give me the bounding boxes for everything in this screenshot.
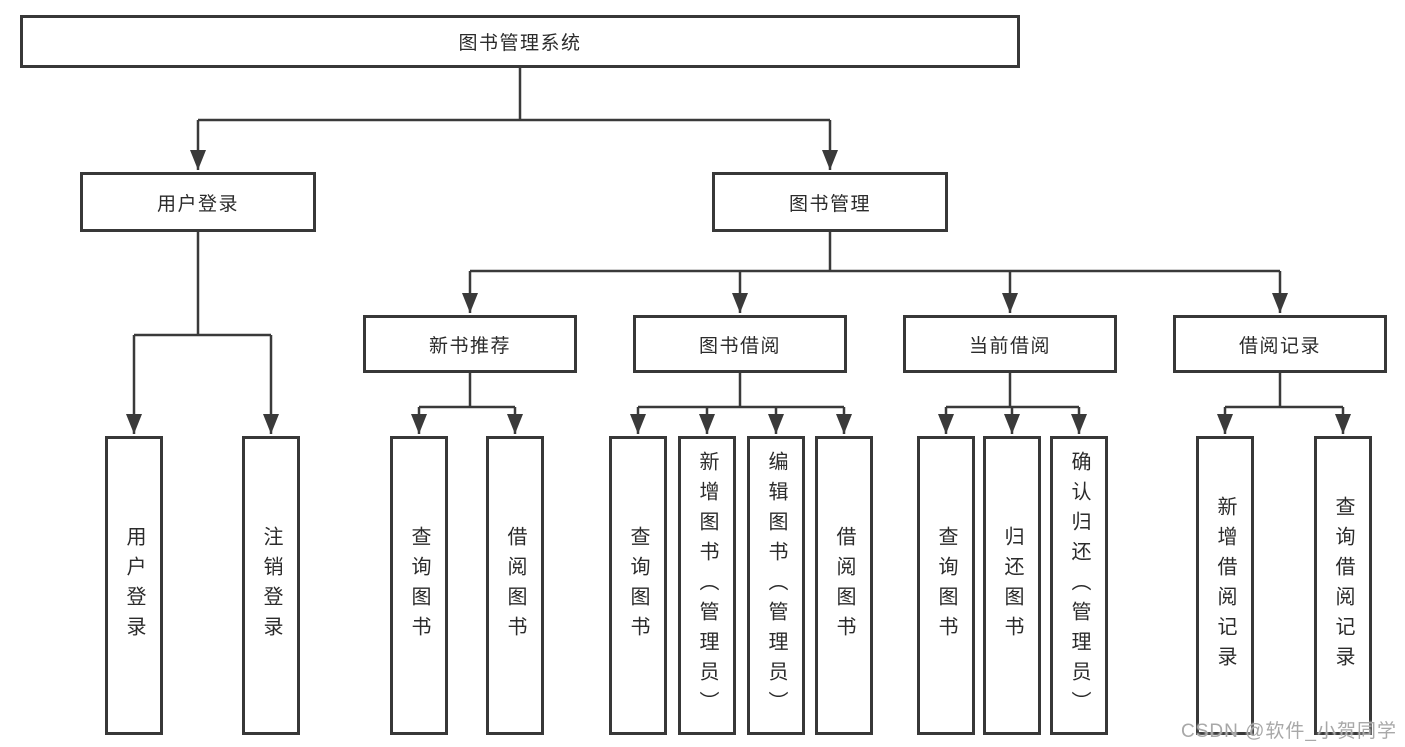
node-label: 当前借阅 [968, 335, 1051, 357]
node-book-management: 图书管理 [712, 172, 948, 232]
leaf-user-login: 用户登录 [105, 436, 163, 735]
leaf-return-books: 归还图书 [983, 436, 1041, 735]
node-borrowing-records: 借阅记录 [1173, 315, 1387, 373]
leaf-query-borrow-record: 查询借阅记录 [1314, 436, 1372, 735]
leaf-label: 查询图书 [627, 525, 649, 646]
node-current-borrowing: 当前借阅 [903, 315, 1117, 373]
leaf-query-books-borrow: 查询图书 [609, 436, 667, 735]
node-label: 用户登录 [156, 193, 239, 215]
csdn-watermark: CSDN @软件_小贺同学 [1181, 721, 1397, 742]
node-library-system-root: 图书管理系统 [20, 15, 1020, 68]
leaf-add-book-admin: 新增图书（管理员） [678, 436, 736, 735]
leaf-add-borrow-record: 新增借阅记录 [1196, 436, 1254, 735]
leaf-label: 查询图书 [935, 525, 957, 646]
leaf-label: 借阅图书 [833, 525, 855, 646]
leaf-label: 借阅图书 [504, 525, 526, 646]
node-label: 图书管理系统 [458, 33, 582, 54]
leaf-label: 用户登录 [123, 525, 145, 646]
node-new-book-recommendation: 新书推荐 [363, 315, 577, 373]
node-user-login: 用户登录 [80, 172, 316, 232]
node-book-borrowing: 图书借阅 [633, 315, 847, 373]
leaf-label: 注销登录 [260, 525, 282, 646]
node-label: 借阅记录 [1238, 335, 1321, 357]
leaf-label: 归还图书 [1001, 525, 1023, 646]
leaf-borrow-books-recommend: 借阅图书 [486, 436, 544, 735]
leaf-logout: 注销登录 [242, 436, 300, 735]
leaf-label: 确认归还（管理员） [1068, 450, 1090, 721]
leaf-query-books-current: 查询图书 [917, 436, 975, 735]
node-label: 图书借阅 [698, 335, 781, 357]
leaf-label: 编辑图书（管理员） [765, 450, 787, 721]
leaf-label: 新增图书（管理员） [696, 450, 718, 721]
node-label: 新书推荐 [428, 335, 511, 357]
leaf-borrow-books: 借阅图书 [815, 436, 873, 735]
leaf-query-books-recommend: 查询图书 [390, 436, 448, 735]
leaf-label: 新增借阅记录 [1214, 495, 1236, 676]
leaf-edit-book-admin: 编辑图书（管理员） [747, 436, 805, 735]
node-label: 图书管理 [788, 193, 871, 215]
leaf-confirm-return-admin: 确认归还（管理员） [1050, 436, 1108, 735]
leaf-label: 查询借阅记录 [1332, 495, 1354, 676]
leaf-label: 查询图书 [408, 525, 430, 646]
